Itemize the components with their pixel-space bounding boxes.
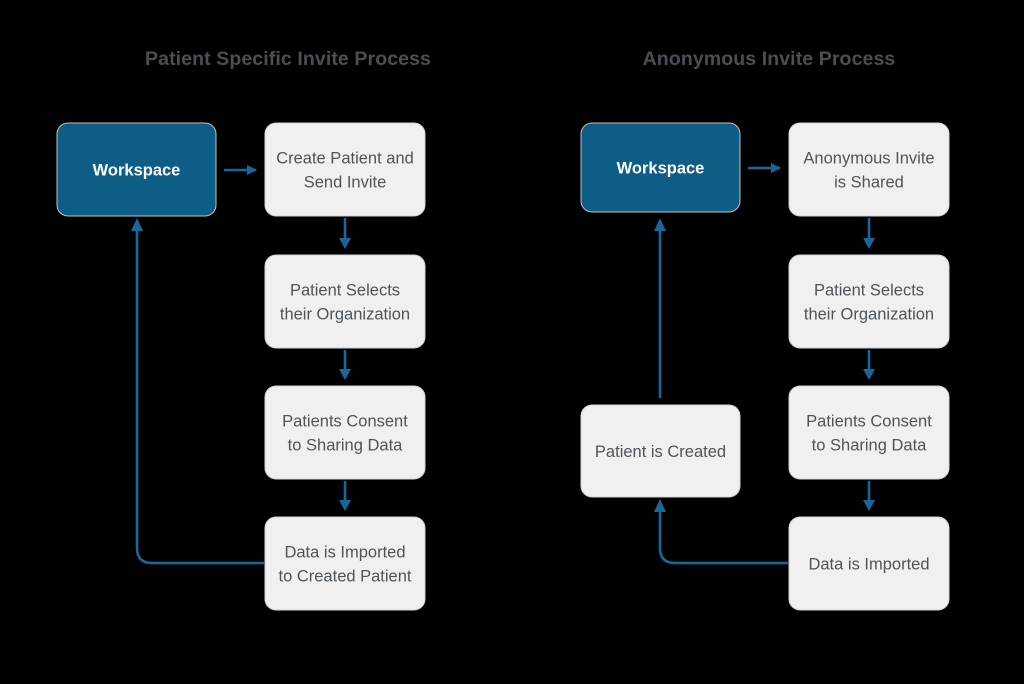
edge-ps-edge-consent-to-import — [339, 481, 351, 511]
flowchart-root: Patient Specific Invite ProcessWorkspace… — [56, 48, 950, 611]
edge-an-edge-select-to-consent — [863, 350, 875, 380]
arrowhead-ps-edge-consent-to-import — [339, 500, 351, 511]
edge-ps-edge-workspace-to-create — [224, 165, 257, 175]
edge-an-edge-patient-created-to-workspace — [654, 218, 666, 398]
arrowhead-ps-edge-create-to-select — [339, 238, 351, 249]
edge-an-edge-invite-to-select — [863, 218, 875, 249]
node-ps-select-org[interactable]: Patient Selects their Organization — [264, 254, 426, 349]
node-an-workspace[interactable]: Workspace — [580, 122, 741, 213]
edge-an-edge-workspace-to-invite — [748, 163, 781, 173]
node-label-an-consent-line-2: to Sharing Data — [812, 437, 927, 455]
node-box-ps-select-org[interactable] — [264, 254, 426, 349]
node-label-an-workspace: Workspace — [617, 160, 705, 178]
edge-an-edge-import-to-patient-created — [654, 499, 788, 565]
edge-ps-edge-select-to-consent — [339, 350, 351, 380]
node-label-an-select-org-line-2: their Organization — [804, 306, 934, 324]
node-box-an-import[interactable] — [788, 516, 950, 611]
node-an-import[interactable]: Data is Imported — [788, 516, 950, 611]
node-box-an-select-org[interactable] — [788, 254, 950, 349]
node-box-an-invite-shared[interactable] — [788, 122, 950, 217]
edge-ps-edge-create-to-select — [339, 218, 351, 249]
node-box-an-patient-created[interactable] — [580, 404, 741, 498]
node-label-ps-consent-line-1: Patients Consent — [282, 413, 408, 431]
node-label-ps-select-org-line-2: their Organization — [280, 306, 410, 324]
arrowhead-an-edge-select-to-consent — [863, 369, 875, 380]
node-label-ps-create-invite-line-1: Create Patient and — [276, 150, 414, 168]
node-label-an-import: Data is Imported — [808, 556, 929, 574]
edge-an-edge-consent-to-import — [863, 481, 875, 511]
node-label-ps-import-line-2: to Created Patient — [279, 568, 412, 586]
column-title-patient-specific: Patient Specific Invite Process — [145, 48, 431, 70]
node-label-ps-consent-line-2: to Sharing Data — [288, 437, 403, 455]
edge-line-ps-edge-import-to-workspace — [135, 228, 264, 565]
node-ps-workspace[interactable]: Workspace — [56, 122, 217, 217]
node-an-patient-created[interactable]: Patient is Created — [580, 404, 741, 498]
arrowhead-ps-edge-import-to-workspace — [131, 218, 143, 231]
node-label-an-invite-shared-line-1: Anonymous Invite — [803, 150, 934, 168]
node-label-an-patient-created: Patient is Created — [595, 443, 726, 461]
node-label-an-consent-line-1: Patients Consent — [806, 413, 932, 431]
arrowhead-ps-edge-workspace-to-create — [247, 165, 257, 175]
node-label-an-invite-shared-line-2: is Shared — [834, 174, 904, 192]
node-ps-consent[interactable]: Patients Consent to Sharing Data — [264, 385, 426, 480]
node-label-ps-select-org-line-1: Patient Selects — [290, 282, 400, 300]
node-label-ps-create-invite-line-2: Send Invite — [304, 174, 387, 192]
flow-column-patient-specific: Patient Specific Invite ProcessWorkspace… — [56, 48, 431, 611]
arrowhead-an-edge-workspace-to-invite — [771, 163, 781, 173]
node-ps-import[interactable]: Data is Imported to Created Patient — [264, 516, 426, 611]
arrowhead-an-edge-invite-to-select — [863, 238, 875, 249]
arrowhead-an-edge-patient-created-to-workspace — [654, 218, 666, 231]
arrowhead-an-edge-import-to-patient-created — [654, 499, 666, 512]
arrowhead-an-edge-consent-to-import — [863, 500, 875, 511]
node-box-ps-workspace[interactable] — [56, 122, 217, 217]
node-label-ps-import-line-1: Data is Imported — [284, 544, 405, 562]
arrowhead-ps-edge-select-to-consent — [339, 369, 351, 380]
node-box-an-workspace[interactable] — [580, 122, 741, 213]
node-box-ps-consent[interactable] — [264, 385, 426, 480]
node-an-select-org[interactable]: Patient Selects their Organization — [788, 254, 950, 349]
node-label-ps-workspace: Workspace — [93, 162, 181, 180]
node-an-invite-shared[interactable]: Anonymous Invite is Shared — [788, 122, 950, 217]
node-box-ps-import[interactable] — [264, 516, 426, 611]
node-box-an-consent[interactable] — [788, 385, 950, 480]
edge-line-an-edge-import-to-patient-created — [658, 509, 788, 565]
node-label-an-select-org-line-1: Patient Selects — [814, 282, 924, 300]
column-title-anonymous: Anonymous Invite Process — [643, 48, 896, 70]
edge-ps-edge-import-to-workspace — [131, 218, 264, 565]
node-box-ps-create-invite[interactable] — [264, 122, 426, 217]
node-an-consent[interactable]: Patients Consent to Sharing Data — [788, 385, 950, 480]
